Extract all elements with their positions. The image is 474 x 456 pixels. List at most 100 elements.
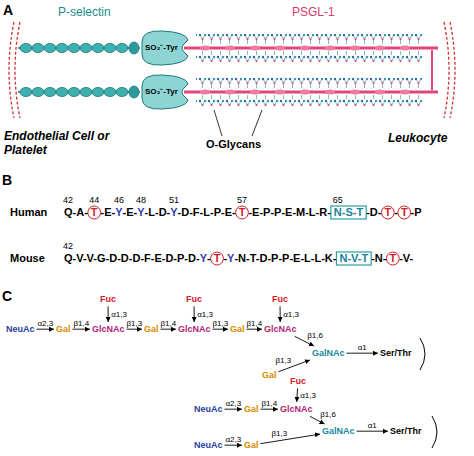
glycosidic-bond-arrow	[261, 409, 278, 410]
glycosylation-site-box	[336, 252, 371, 265]
sequence-segment: T	[236, 206, 249, 219]
sugar-residue: Fuc	[272, 294, 288, 304]
protein-label: P-selectin	[58, 6, 111, 20]
sugar-residue: Gal	[144, 324, 159, 334]
sequence-segment: -E-	[123, 206, 138, 219]
linkage-label: β1,6	[307, 331, 323, 340]
peptide-bracket	[420, 338, 437, 448]
sequence-segment: N-S-T	[331, 206, 366, 219]
receptor-pair	[18, 75, 438, 109]
glycosidic-bond-arrow	[280, 306, 281, 322]
sequence-segment: T	[211, 252, 224, 265]
glycosylation-site-box	[331, 206, 366, 219]
glycosidic-bond-arrow	[213, 329, 228, 330]
sequence-segment: -E-P-P-E-M-L-R-	[248, 206, 330, 219]
sugar-residue: GlcNAc	[280, 404, 313, 414]
sequence-segment: -V-	[399, 252, 413, 265]
sugar-residue: GalNAc	[322, 426, 355, 436]
sequence-row: Q-A-T-E-Y-E-Y-L-D-Y-D-F-L-P-E-T-E-P-P-E-…	[64, 206, 422, 219]
cell-label: Leukocyte	[388, 132, 447, 146]
species-label: Mouse	[10, 252, 45, 265]
linkage-label: β1,4	[160, 319, 176, 328]
sugar-residue: Fuc	[290, 376, 306, 386]
linkage-label: α1,3	[197, 310, 213, 319]
glycan-label: O-Glycans	[206, 138, 261, 151]
sequence-segment: Y	[227, 252, 234, 265]
sequence-row: Q-V-V-G-D-D-D-F-E-D-P-D-Y-T-Y-N-T-D-P-P-…	[64, 252, 413, 265]
glycosidic-bond-arrow	[194, 306, 195, 322]
disulfide-link	[431, 50, 433, 90]
sequence-segment: T	[381, 206, 394, 219]
glycosidic-bond-arrow	[261, 434, 320, 444]
sequence-segment: -	[207, 252, 211, 265]
endothelial-membrane	[9, 22, 20, 118]
species-label: Human	[10, 206, 47, 219]
linkage-label: β1,3	[272, 429, 288, 438]
residue-number: 51	[169, 195, 179, 205]
sugar-residue: NeuAc	[194, 440, 223, 450]
linkage-label: α1	[368, 421, 377, 430]
sequence-segment: -N-T-D-P-P-E-L-L-K-	[234, 252, 336, 265]
sequence-segment: Y	[115, 206, 122, 219]
linkage-label: β1,4	[73, 319, 89, 328]
residue-number: 65	[333, 195, 343, 205]
glycosidic-bond-arrow	[347, 353, 378, 354]
linkage-label: α1,3	[283, 310, 299, 319]
leader-line	[214, 110, 262, 136]
linkage-label: α1	[358, 343, 367, 352]
linkage-label: α1,3	[300, 391, 316, 400]
panel-letter: B	[2, 172, 12, 188]
sequence-segment: T	[386, 252, 399, 265]
sequence-segment: -D-F-L-P-E-	[178, 206, 236, 219]
threonine-circle	[386, 252, 399, 265]
glycosidic-bond-arrow	[161, 329, 176, 330]
sugar-residue: GlcNAc	[178, 324, 211, 334]
linkage-label: β1,6	[320, 410, 336, 419]
residue-number: 44	[89, 195, 99, 205]
glycosidic-bond-arrow	[108, 306, 109, 322]
receptor-pair	[18, 31, 438, 65]
sequence-segment: -D-	[366, 206, 381, 219]
sugar-residue: Gal	[244, 440, 259, 450]
leukocyte-membrane	[444, 22, 455, 118]
sequence-segment: -L-D-	[145, 206, 171, 219]
sequence-segment: T	[398, 206, 411, 219]
glycosidic-bond-arrow	[296, 388, 298, 402]
threonine-circle	[398, 206, 411, 219]
sugar-residue: Gal	[244, 404, 259, 414]
residue-number: 46	[114, 195, 124, 205]
linkage-label: α1,3	[111, 310, 127, 319]
sequence-segment: Y	[137, 206, 144, 219]
glycosidic-bond-arrow	[247, 329, 262, 330]
amino-acid-label: Ser/Thr	[390, 426, 422, 436]
sulfotyrosine-label: SO₃⁻-Tyr	[145, 87, 178, 96]
linkage-label: β1,4	[261, 399, 277, 408]
sugar-residue: GalNAc	[312, 348, 345, 358]
sulfotyrosine-label: SO₃⁻-Tyr	[145, 43, 178, 52]
linkage-label: β1,4	[246, 319, 262, 328]
threonine-circle	[88, 206, 101, 219]
amino-acid-label: Ser/Thr	[380, 348, 412, 358]
linkage-label: α2,3	[225, 399, 241, 408]
residue-number: 57	[237, 195, 247, 205]
sequence-segment: T	[88, 206, 101, 219]
sequence-segment: N-V-T	[336, 252, 371, 265]
residue-number: 48	[136, 195, 146, 205]
threonine-circle	[381, 206, 394, 219]
sugar-residue: Gal	[56, 324, 71, 334]
glycosidic-bond-arrow	[225, 445, 242, 446]
sequence-segment: Y	[170, 206, 177, 219]
residue-number: 42	[63, 195, 73, 205]
glycosidic-bond-arrow	[127, 329, 142, 330]
sugar-residue: GlcNAc	[92, 324, 125, 334]
sequence-segment: -N-	[371, 252, 386, 265]
glycosidic-bond-arrow	[357, 431, 388, 432]
sugar-residue: NeuAc	[194, 404, 223, 414]
cell-label: Endothelial Cell or Platelet	[4, 130, 122, 158]
sequence-segment: -	[223, 252, 227, 265]
threonine-circle	[236, 206, 249, 219]
glycosidic-bond-arrow	[73, 329, 90, 330]
